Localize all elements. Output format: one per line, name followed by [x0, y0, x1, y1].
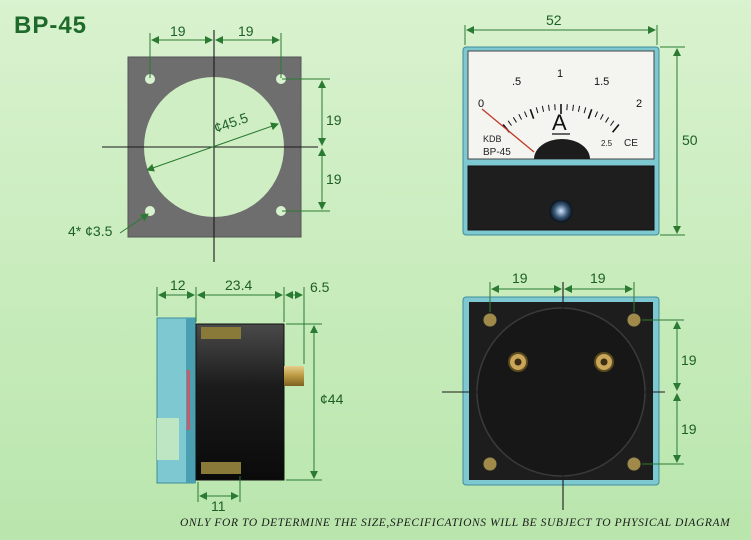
scale-tick	[518, 114, 523, 120]
scale-tick	[524, 111, 528, 118]
mount-holes-label: 4* ¢3.5	[68, 223, 113, 239]
scale-tick	[599, 114, 604, 120]
back-dim-right-lower: 19	[681, 421, 697, 437]
scale-tick	[548, 104, 550, 111]
back-screw-bl	[482, 456, 498, 472]
mount-hole-br	[276, 206, 286, 216]
side-dim-bottom: 11	[211, 498, 226, 514]
pivot-cover	[534, 139, 590, 159]
ce-mark: CE	[624, 138, 638, 149]
side-dim-body: 23.4	[225, 277, 252, 293]
side-red-mark	[187, 370, 190, 430]
mount-hole-tr	[276, 74, 286, 84]
dim-right-lower: 19	[326, 171, 342, 187]
diameter-line	[146, 122, 279, 172]
scale-label-2: 2	[636, 98, 642, 110]
side-thread-top	[201, 327, 241, 339]
scale-tick	[611, 123, 620, 133]
brand-logo: KDB	[483, 134, 502, 144]
back-screw-br	[626, 456, 642, 472]
footer-note: ONLY FOR TO DETERMINE THE SIZE,SPECIFICA…	[180, 517, 731, 529]
scale-tick	[512, 117, 517, 123]
scale-tick	[535, 107, 539, 114]
scale-tick	[577, 105, 581, 112]
scale-tick	[610, 120, 615, 126]
dim-top-right: 19	[238, 23, 254, 39]
side-thread-bottom	[201, 462, 241, 474]
front-width-dim: 52	[546, 12, 562, 28]
diagram-title: BP-45	[14, 12, 88, 39]
back-screw-tl	[482, 312, 498, 328]
scale-tick	[572, 104, 574, 111]
scale-label-0: 0	[478, 98, 484, 110]
model-label: BP-45	[483, 147, 511, 158]
front-height-dim: 50	[682, 132, 698, 148]
back-dim-top-left: 19	[512, 270, 528, 286]
side-cylinder	[195, 323, 285, 481]
scale-label-05: .5	[512, 76, 521, 88]
panel-cutout-view: ¢45.5 19 19 19 19 4* ¢3.5	[68, 23, 342, 262]
back-dim-top-right: 19	[590, 270, 606, 286]
scale-label-1: 1	[557, 68, 563, 80]
scale-tick	[507, 120, 512, 126]
side-flange-edge	[186, 318, 196, 483]
dim-top-left: 19	[170, 23, 186, 39]
pointer-needle	[481, 108, 535, 153]
side-view: 12 23.4 6.5 ¢44 11	[156, 277, 344, 514]
mount-hole-tl	[145, 74, 155, 84]
side-dim-flange: 12	[170, 277, 186, 293]
scale-tick	[529, 109, 535, 119]
back-view: 19 19 19 19	[442, 270, 697, 510]
side-dim-diameter: ¢44	[320, 391, 344, 407]
back-screw-tr	[626, 312, 642, 328]
side-dim-stud: 6.5	[310, 279, 330, 295]
zero-adjust-knob	[549, 199, 573, 223]
scale-tick	[541, 105, 545, 112]
scale-tick	[587, 109, 593, 119]
scale-tick	[583, 107, 587, 114]
scale-tick	[605, 117, 610, 123]
side-stud	[284, 366, 304, 386]
dim-right-upper: 19	[326, 112, 342, 128]
unit-symbol: A	[552, 110, 567, 135]
side-flange-notch	[157, 418, 179, 460]
scale-label-15: 1.5	[594, 76, 609, 88]
back-dim-right-upper: 19	[681, 352, 697, 368]
scale-tick	[594, 111, 598, 118]
accuracy-class: 2.5	[601, 139, 613, 148]
front-view: 0 .5 1 1.5 2 A KDB BP-45 2.5 CE 52 50	[462, 12, 698, 236]
